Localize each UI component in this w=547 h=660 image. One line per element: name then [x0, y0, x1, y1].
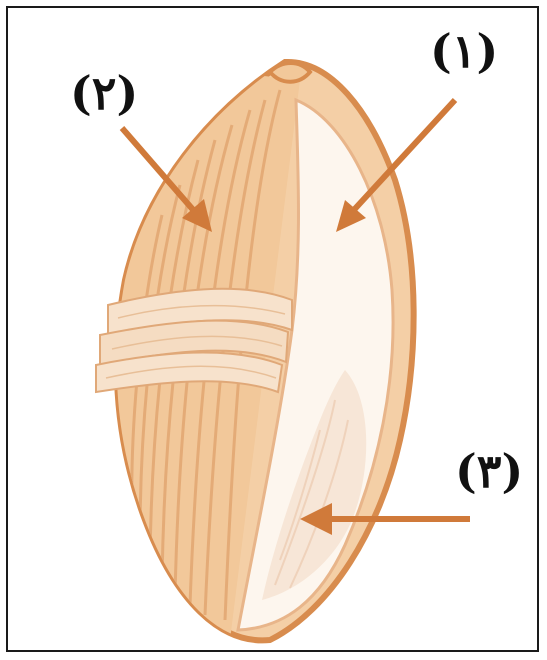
label-1: (١)	[430, 28, 498, 74]
label-2: (٢)	[70, 70, 138, 116]
arrow-3	[300, 503, 470, 535]
label-3: (٣)	[455, 448, 523, 494]
husk-band	[96, 289, 292, 392]
seed-tip	[270, 63, 310, 82]
